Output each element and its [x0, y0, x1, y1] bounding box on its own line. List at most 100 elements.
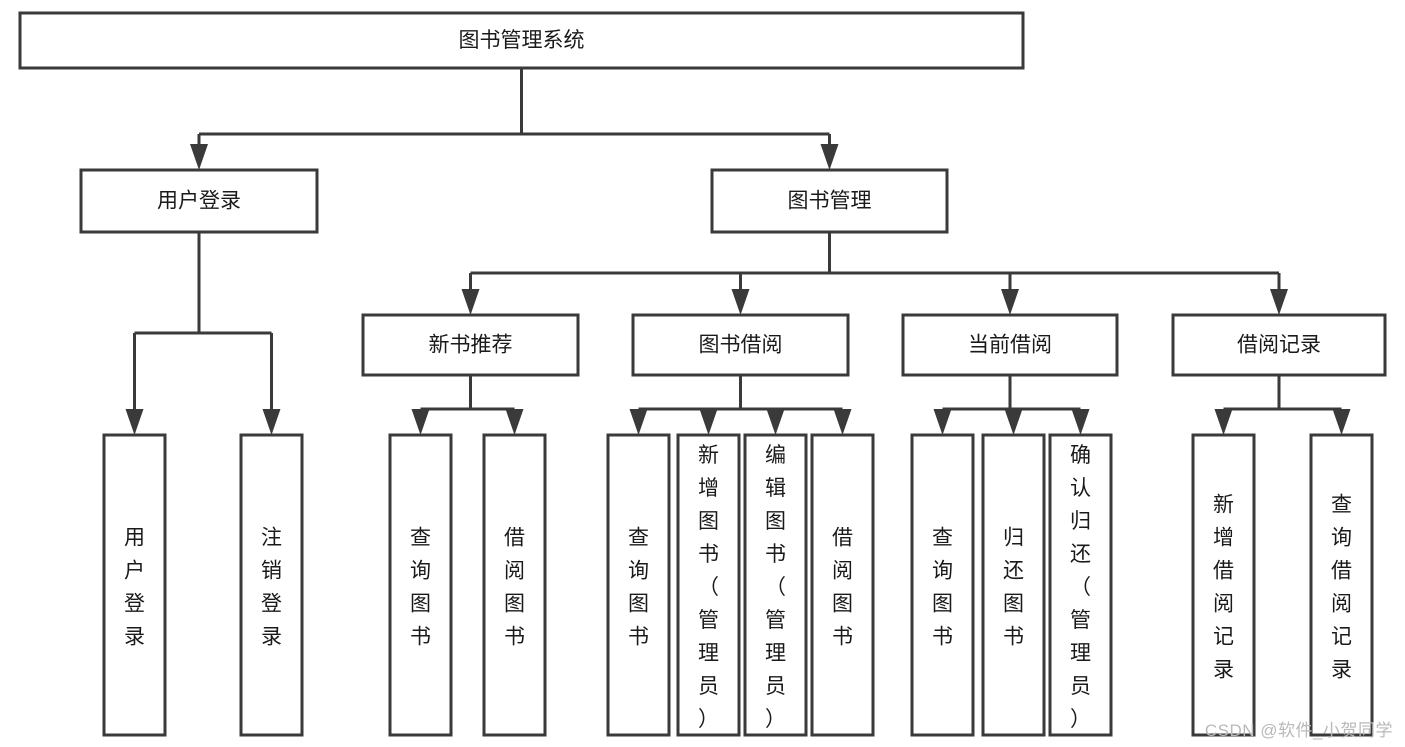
node-label-char: 询 — [932, 560, 953, 583]
arrow-to-leaf — [1332, 409, 1351, 435]
arrow-to-leaf — [629, 409, 648, 435]
node-label-char: 查 — [410, 527, 431, 550]
node-label-char: 归 — [1003, 527, 1024, 550]
arrow-to-leaf — [1071, 409, 1090, 435]
arrow-to-leaf — [262, 409, 281, 435]
arrow-to-leaf — [766, 409, 785, 435]
node-label-char: 图 — [765, 510, 786, 533]
node-level1-label: 图书管理 — [788, 190, 872, 213]
node-label-char: 理 — [1070, 642, 1091, 665]
node-level2-label: 图书借阅 — [699, 334, 783, 357]
node-label-char: （ — [765, 576, 786, 599]
node-label-char: 员 — [698, 675, 719, 698]
node-label-char: 辑 — [765, 477, 786, 500]
node-leaf-box[interactable] — [676, 433, 741, 737]
node-level1-box[interactable] — [79, 168, 319, 234]
node-label-char: ） — [1070, 708, 1091, 731]
node-label-char: 录 — [1331, 659, 1352, 682]
node-leaf-box[interactable] — [743, 433, 808, 737]
node-label-char: 注 — [261, 527, 282, 550]
arrow-to-leaf — [125, 409, 144, 435]
node-level1-box[interactable] — [710, 168, 949, 234]
node-label-char: 图 — [1003, 593, 1024, 616]
node-label-char: 登 — [124, 593, 145, 616]
node-label-char: 阅 — [832, 560, 853, 583]
arrow-to-leaf — [833, 409, 852, 435]
node-label-char: 归 — [1070, 510, 1091, 533]
node-label-char: 书 — [504, 626, 525, 649]
node-label-char: 借 — [504, 527, 525, 550]
arrow-to-leaf — [1214, 409, 1233, 435]
node-label-char: 记 — [1331, 626, 1352, 649]
node-label-char: 还 — [1070, 543, 1091, 566]
node-label-char: 新 — [698, 444, 719, 467]
node-leaf-box[interactable] — [239, 433, 304, 737]
arrow-to-leaf — [505, 409, 524, 435]
node-leaf-box[interactable] — [810, 433, 875, 737]
arrow-to-leaf — [933, 409, 952, 435]
node-label-char: 管 — [698, 609, 719, 632]
node-level2-box[interactable] — [1171, 313, 1387, 377]
node-label-char: 阅 — [1213, 593, 1234, 616]
arrow-to-leaf — [1004, 409, 1023, 435]
node-label-char: 录 — [261, 626, 282, 649]
node-leaf-box[interactable] — [606, 433, 671, 737]
node-label-char: 询 — [1331, 527, 1352, 550]
node-label-char: ） — [698, 708, 719, 731]
node-label-char: 理 — [698, 642, 719, 665]
node-label-char: 登 — [261, 593, 282, 616]
node-label-char: 录 — [124, 626, 145, 649]
node-label-char: 确 — [1070, 444, 1091, 467]
node-label-char: 员 — [765, 675, 786, 698]
node-label-char: 借 — [1331, 560, 1352, 583]
node-label-char: 询 — [410, 560, 431, 583]
node-level2-label: 新书推荐 — [429, 334, 513, 357]
node-leaf-box[interactable] — [388, 433, 453, 737]
node-leaf-box[interactable] — [1191, 433, 1256, 737]
node-label-char: 员 — [1070, 675, 1091, 698]
node-label-char: 管 — [765, 609, 786, 632]
node-label-char: 阅 — [1331, 593, 1352, 616]
node-root-label: 图书管理系统 — [459, 29, 585, 52]
node-leaf-box[interactable] — [482, 433, 547, 737]
node-level2-label: 借阅记录 — [1237, 334, 1321, 357]
node-label-char: 管 — [1070, 609, 1091, 632]
arrow-to-level2-3 — [1270, 289, 1288, 315]
node-label-char: 询 — [628, 560, 649, 583]
node-leaf-box[interactable] — [981, 433, 1046, 737]
arrow-to-book-manage — [820, 144, 839, 170]
node-label-char: 新 — [1213, 494, 1234, 517]
node-root-box[interactable] — [18, 11, 1025, 70]
csdn-watermark: CSDN @软件_小贺同学 — [1204, 721, 1393, 740]
node-label-char: 书 — [628, 626, 649, 649]
node-label-char: 图 — [504, 593, 525, 616]
node-level1-label: 用户登录 — [157, 190, 241, 213]
node-label-char: 书 — [698, 543, 719, 566]
node-label-char: 认 — [1070, 477, 1091, 500]
node-label-char: 查 — [932, 527, 953, 550]
node-label-char: 还 — [1003, 560, 1024, 583]
node-label-char: 户 — [124, 560, 145, 583]
node-label-char: 图 — [832, 593, 853, 616]
node-label-char: 录 — [1213, 659, 1234, 682]
node-leaf-box[interactable] — [1309, 433, 1374, 737]
node-label-char: 查 — [1331, 494, 1352, 517]
node-leaf-label: 用户登录 — [124, 527, 145, 649]
node-leaf-box[interactable] — [102, 433, 167, 737]
node-label-char: 增 — [698, 477, 719, 500]
node-leaf-box[interactable] — [910, 433, 975, 737]
node-label-char: 书 — [410, 626, 431, 649]
node-leaf-box[interactable] — [1048, 433, 1113, 737]
arrow-to-user-login — [190, 144, 208, 170]
node-label-char: 查 — [628, 527, 649, 550]
node-label-char: 增 — [1213, 527, 1234, 550]
node-label-char: 编 — [765, 444, 786, 467]
